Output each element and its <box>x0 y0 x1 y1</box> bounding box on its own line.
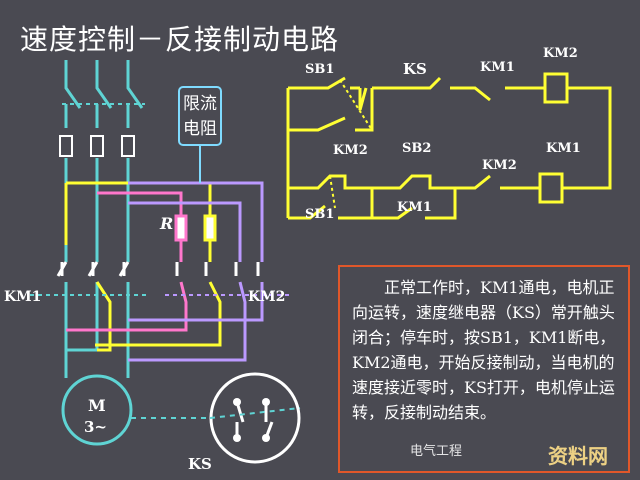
yellow-wires <box>64 181 222 352</box>
sb1-bottom-label: SB1 <box>305 207 335 222</box>
km1-contact-label: KM1 <box>480 60 515 75</box>
km1-coil-label: KM1 <box>546 141 581 156</box>
main-contacts <box>56 261 260 277</box>
resistor-label-line2: 电阻 <box>183 119 217 139</box>
purple-wires <box>128 181 264 362</box>
resistor-r-label: R <box>160 214 174 233</box>
page-title: 速度控制－反接制动电路 <box>20 23 340 56</box>
speed-relay-label: KS <box>188 455 212 473</box>
motor-label-phase: 3~ <box>84 418 108 436</box>
description-box: 正常工作时，KM1通电，电机正向运转，速度继电器（KS）常开触头闭合；停车时，按… <box>338 265 630 473</box>
km2-contact-left-label: KM2 <box>333 143 368 158</box>
current-limit-resistor-label: 限流 电阻 <box>178 86 222 146</box>
motor-label-m: M <box>88 396 106 415</box>
fuses <box>59 135 135 157</box>
speed-relay <box>209 372 301 464</box>
control-circuit <box>286 72 612 220</box>
km2-main-label: KM2 <box>248 289 286 305</box>
km2-coil-label: KM2 <box>543 46 578 61</box>
resistor-label-line1: 限流 <box>183 94 217 114</box>
watermark-left: 电气工程 <box>410 444 463 459</box>
km1-contact-bottom-label: KM1 <box>397 200 432 215</box>
ks-contact-label: KS <box>403 60 427 78</box>
watermark-right: 资料网 <box>548 444 608 468</box>
sb2-label: SB2 <box>402 141 432 156</box>
sb1-top-label: SB1 <box>305 62 335 77</box>
pink-wires <box>66 191 188 332</box>
resistors <box>174 214 217 242</box>
motor <box>61 374 133 446</box>
km1-main-label: KM1 <box>4 289 42 305</box>
description-text: 正常工作时，KM1通电，电机正向运转，速度继电器（KS）常开触头闭合；停车时，按… <box>352 278 616 422</box>
km2-contact-mid-label: KM2 <box>482 158 517 173</box>
